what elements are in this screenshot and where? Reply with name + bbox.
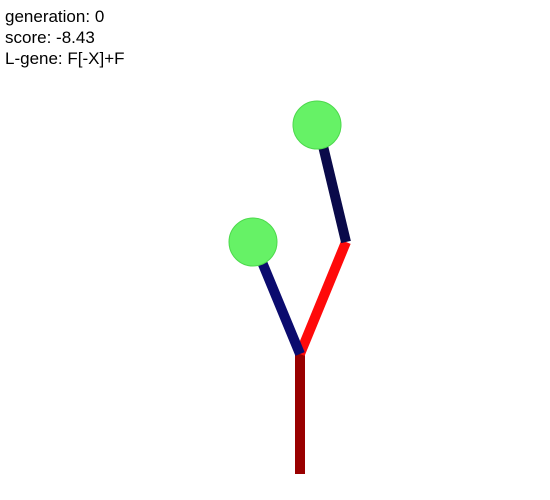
hud-panel: generation: 0 score: -8.43 L-gene: F[-X]…: [5, 6, 125, 69]
generation-readout: generation: 0: [5, 6, 125, 27]
score-readout: score: -8.43: [5, 27, 125, 48]
generation-value: 0: [94, 7, 105, 26]
left-branch-segment: [257, 260, 305, 356]
upper-branch-segment: [318, 144, 351, 244]
score-label: score:: [5, 28, 52, 47]
score-value: -8.43: [56, 28, 95, 47]
lgene-label: L-gene:: [5, 49, 63, 68]
leaf-left: [228, 217, 278, 267]
leaf-upper: [292, 100, 342, 150]
lgene-value: F[-X]+F: [67, 49, 125, 68]
lgene-readout: L-gene: F[-X]+F: [5, 48, 125, 69]
right-branch-segment: [295, 240, 351, 356]
generation-label: generation:: [5, 7, 91, 26]
